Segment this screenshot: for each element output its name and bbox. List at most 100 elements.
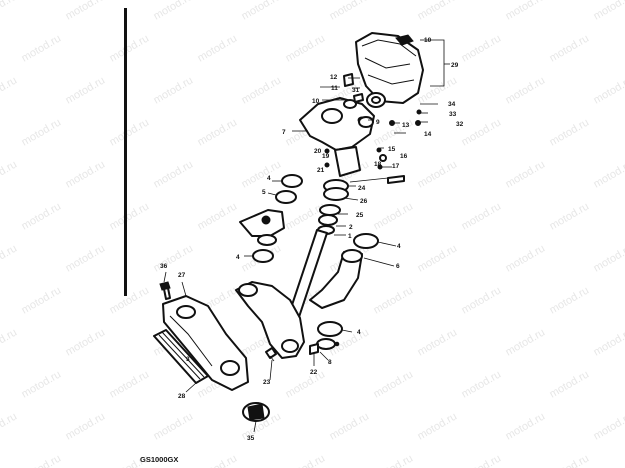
callout-25: 25 [356, 212, 364, 219]
callout-28: 28 [178, 393, 186, 400]
watermark-text: motod.ru [372, 368, 416, 400]
watermark-text: motod.ru [152, 410, 196, 442]
watermark-text: motod.ru [64, 0, 108, 23]
fastener-parts [324, 73, 422, 184]
callout-24: 24 [358, 185, 366, 192]
watermark-text: motod.ru [20, 200, 64, 232]
watermark-text: motod.ru [196, 116, 240, 148]
watermark-text: motod.ru [460, 32, 504, 64]
callout-20: 20 [314, 148, 322, 155]
watermark-text: motod.ru [284, 32, 328, 64]
watermark-text: motod.ru [372, 200, 416, 232]
watermark-text: motod.ru [240, 0, 284, 23]
callout-6: 6 [396, 263, 400, 270]
callout-5: 5 [262, 189, 266, 196]
watermark-text: motod.ru [548, 200, 592, 232]
watermark-text: motod.ru [504, 74, 548, 106]
watermark-text: motod.ru [196, 200, 240, 232]
callout-34: 34 [448, 101, 456, 108]
callout-14: 14 [424, 131, 432, 138]
lower-small-parts [265, 341, 340, 359]
watermark-text: motod.ru [460, 368, 504, 400]
watermark-text: motod.ru [592, 410, 625, 442]
watermark-text: motod.ru [372, 452, 416, 468]
callout-9: 9 [376, 119, 380, 126]
leader-lines [163, 39, 450, 433]
watermark-text: motod.ru [504, 242, 548, 274]
callout-11: 11 [331, 85, 338, 92]
watermark-text: motod.ru [460, 284, 504, 316]
callout-numbers: 10 29 12 31 11 10 7 9 13 14 34 33 32 15 … [160, 37, 464, 442]
watermark-text: motod.ru [592, 0, 625, 23]
watermark-text: motod.ru [20, 452, 64, 468]
bottom-cap-part [242, 402, 270, 422]
watermark-text: motod.ru [548, 368, 592, 400]
watermark-text: motod.ru [372, 284, 416, 316]
callout-4-d: 4 [357, 329, 361, 336]
watermark-text: motod.ru [152, 158, 196, 190]
callout-17: 17 [392, 163, 400, 170]
watermark-text: motod.ru [284, 452, 328, 468]
watermark-text: motod.ru [416, 326, 460, 358]
watermark-text: motod.ru [240, 74, 284, 106]
watermark-text: motod.ru [20, 32, 64, 64]
watermark-text: motod.ru [196, 452, 240, 468]
watermark-text: motod.ru [152, 0, 196, 23]
watermark-text: motod.ru [108, 284, 152, 316]
watermark-text: motod.ru [64, 242, 108, 274]
watermark-text: motod.ru [64, 326, 108, 358]
watermark-text: motod.ru [328, 0, 372, 23]
callout-19: 19 [322, 153, 330, 160]
watermark-text: motod.ru [64, 158, 108, 190]
watermark-text: motod.ru [240, 158, 284, 190]
callout-18: 18 [374, 161, 382, 168]
callout-7: 7 [282, 129, 286, 136]
watermark-text: motod.ru [64, 410, 108, 442]
watermark-text: motod.ru [504, 410, 548, 442]
instrument-cover-part [355, 32, 424, 104]
stem-nut-stack [317, 179, 349, 235]
watermark-text: motod.ru [460, 116, 504, 148]
callout-1: 1 [348, 233, 352, 240]
watermark-text: motod.ru [416, 0, 460, 23]
callout-3: 3 [186, 356, 190, 363]
left-holder-part [239, 174, 303, 263]
watermark-text: motod.ru [108, 116, 152, 148]
callout-27: 27 [178, 272, 186, 279]
watermark-text: motod.ru [0, 74, 19, 106]
watermark-text: motod.ru [548, 452, 592, 468]
watermark-text: motod.ru [592, 74, 625, 106]
callout-23: 23 [263, 379, 271, 386]
callout-10-top: 10 [424, 37, 432, 44]
handlebar-clamp-part [162, 295, 249, 391]
watermark-text: motod.ru [0, 158, 19, 190]
watermark-text: motod.ru [64, 74, 108, 106]
callout-32: 32 [456, 121, 464, 128]
watermark-text: motod.ru [460, 200, 504, 232]
callout-15: 15 [388, 146, 396, 153]
callout-36: 36 [160, 263, 168, 270]
callout-4-b: 4 [236, 254, 240, 261]
watermark-text: motod.ru [416, 158, 460, 190]
damper-strip-part [153, 329, 209, 384]
watermark-text: motod.ru [548, 116, 592, 148]
callout-33: 33 [449, 111, 457, 118]
upper-bracket-part [299, 97, 375, 177]
callout-10: 10 [312, 98, 320, 105]
watermark-text: motod.ru [196, 32, 240, 64]
watermark-text: motod.ru [108, 32, 152, 64]
watermark-text: motod.ru [328, 410, 372, 442]
watermark-text: motod.ru [504, 158, 548, 190]
watermark-text: motod.ru [548, 32, 592, 64]
callout-21: 21 [317, 167, 325, 174]
watermark-text: motod.ru [0, 242, 19, 274]
watermark-text: motod.ru [108, 200, 152, 232]
watermark-text: motod.ru [20, 284, 64, 316]
callout-2: 2 [349, 224, 353, 231]
watermark-text: motod.ru [592, 242, 625, 274]
watermark-text: motod.ru [416, 242, 460, 274]
watermark-text: motod.ru [284, 368, 328, 400]
watermark-text: motod.ru [548, 284, 592, 316]
